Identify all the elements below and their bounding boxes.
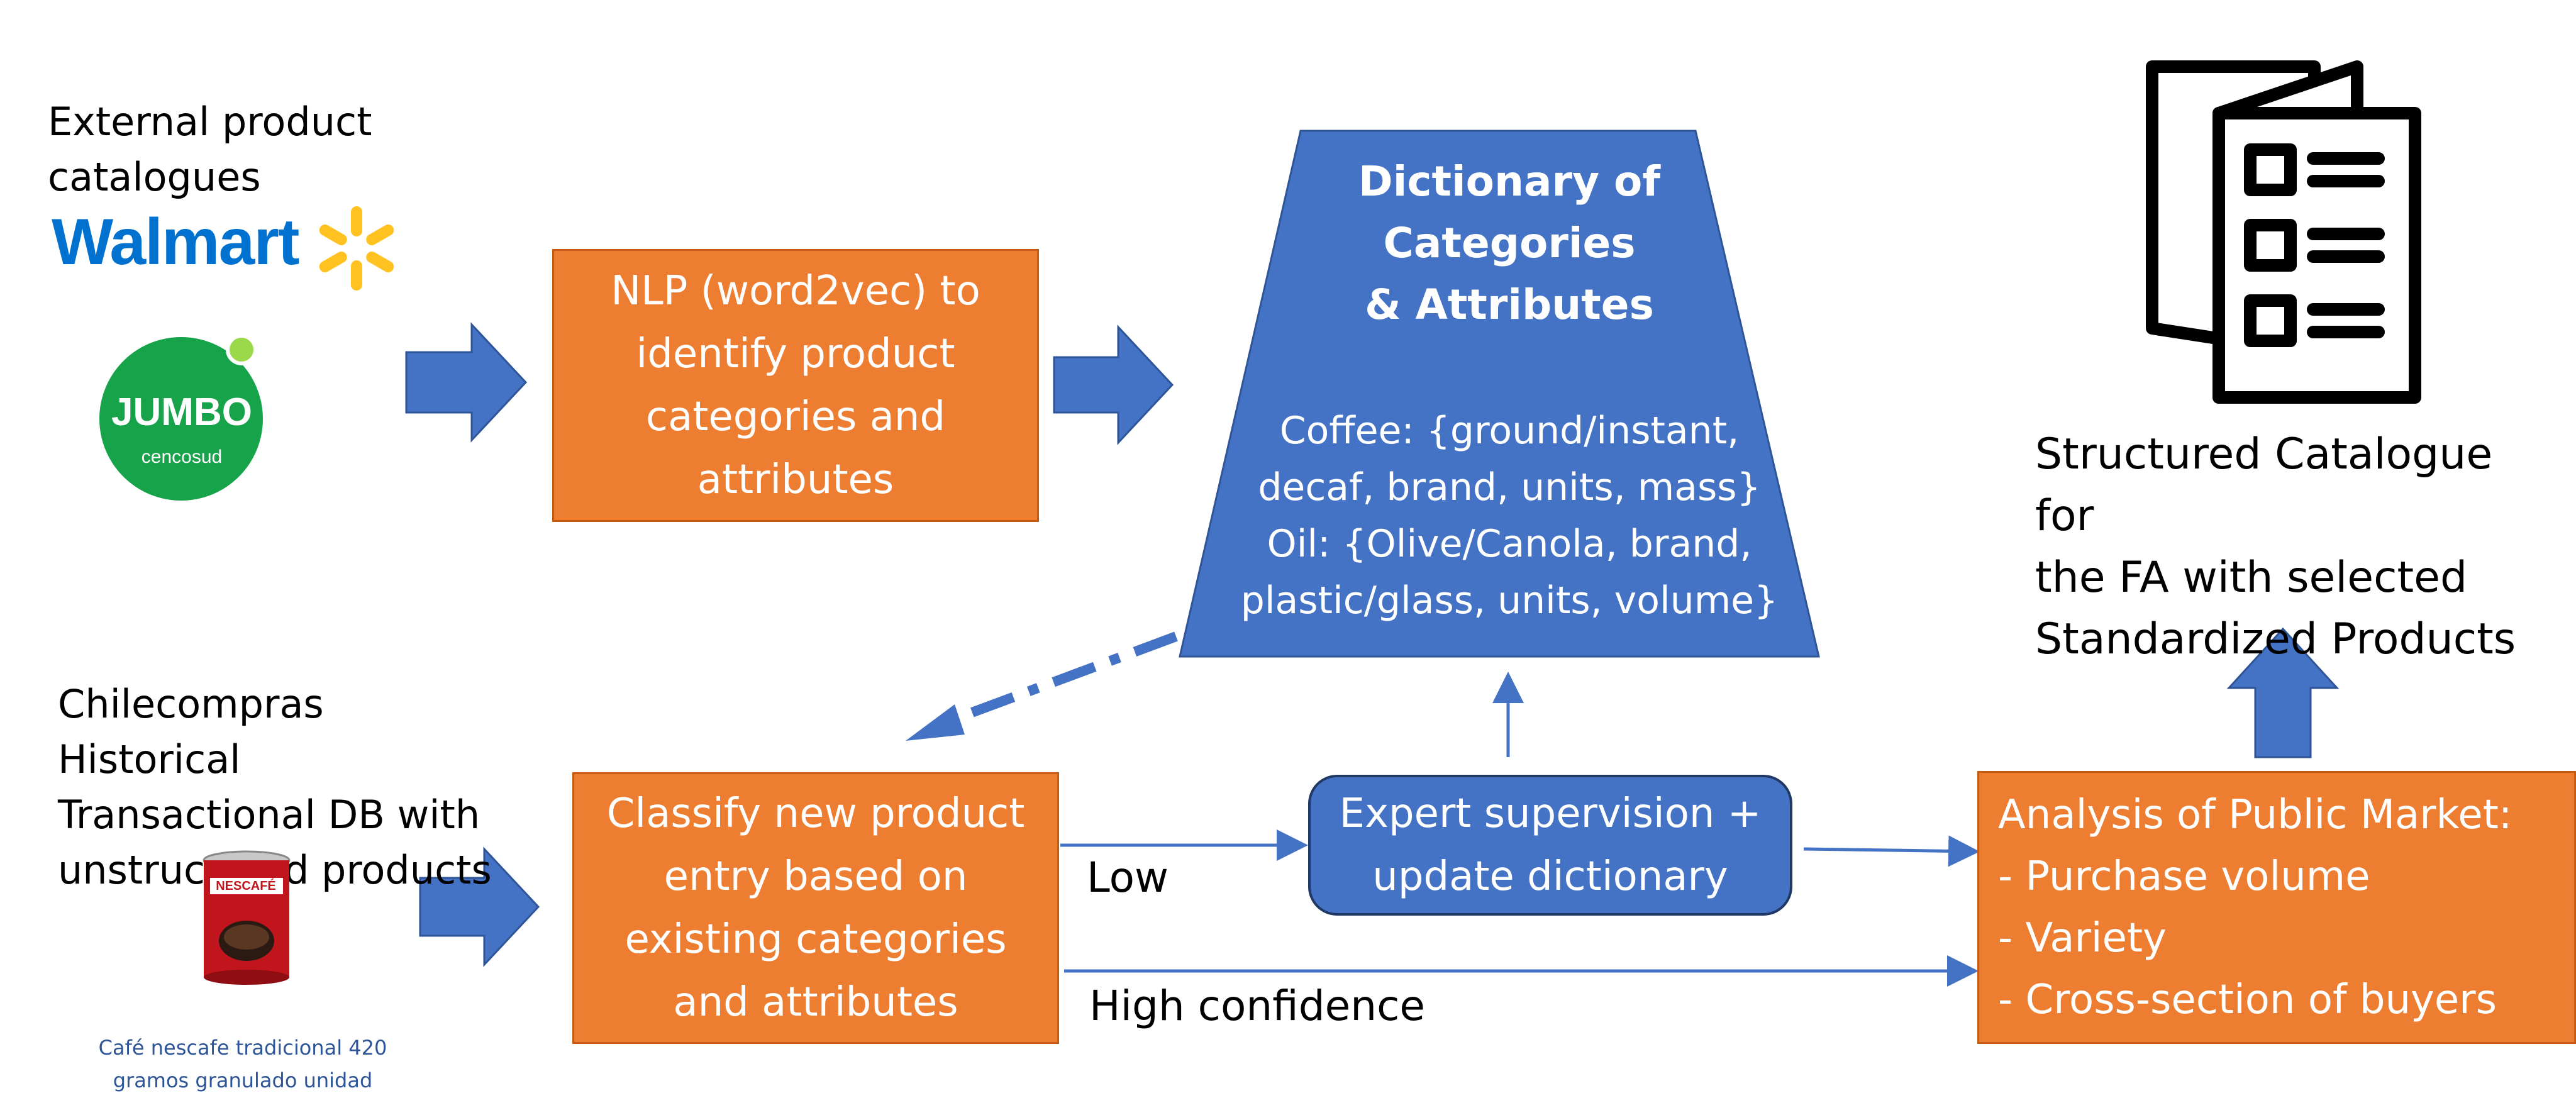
high-confidence-label: High confidence [1089, 982, 1425, 1030]
market-analysis-box: Analysis of Public Market: - Purchase vo… [1977, 771, 2576, 1044]
jumbo-logo: JUMBO cencosud [97, 327, 267, 504]
walmart-wordmark: Walmart [52, 206, 299, 279]
dictionary-title: Dictionary of Categories & Attributes [1358, 157, 1661, 329]
dictionary-examples: Coffee: {ground/instant, decaf, brand, u… [1240, 409, 1779, 623]
dashdot-arrowhead [906, 704, 965, 741]
nlp-process-text: NLP (word2vec) to identify product categ… [611, 268, 980, 503]
classify-product-box: Classify new product entry based on exis… [572, 772, 1059, 1044]
nescafe-can-brand: NESCAFÉ [216, 879, 276, 893]
dictionary-trapezoid [1179, 130, 1820, 658]
structured-catalogue-document-icon [2146, 60, 2421, 404]
structured-catalogue-label: Structured Catalogue for the FA with sel… [2035, 430, 2516, 664]
walmart-logo: Walmart [52, 199, 404, 299]
block-arrow-catalogues-to-nlp [405, 322, 528, 443]
jumbo-subtext: cencosud [141, 446, 223, 467]
block-arrow-analysis-to-catalogue [2226, 627, 2340, 758]
jumbo-wordmark: JUMBO [111, 391, 252, 434]
block-arrow-db-to-classify [419, 846, 540, 967]
product-caption: Café nescafe tradicional 420 gramos gran… [98, 1036, 387, 1092]
low-confidence-label: Low [1087, 853, 1169, 902]
walmart-spark-icon [319, 206, 394, 291]
market-analysis-text: Analysis of Public Market: - Purchase vo… [1998, 792, 2512, 1023]
jumbo-circle-icon [99, 334, 263, 501]
external-catalogues-label: External product catalogues [48, 99, 372, 200]
nlp-process-box: NLP (word2vec) to identify product categ… [552, 249, 1039, 522]
expert-supervision-text: Expert supervision + update dictionary [1339, 790, 1762, 900]
arrow-expert-to-analysis [1803, 835, 1980, 867]
nescafe-can-image [203, 850, 291, 985]
expert-supervision-box: Expert supervision + update dictionary [1308, 775, 1792, 916]
dashdot-arrow-line [941, 631, 1178, 728]
dictionary-content: Dictionary of Categories & Attributes Co… [1182, 151, 1836, 629]
block-arrow-nlp-to-dictionary [1053, 324, 1174, 445]
classify-product-text: Classify new product entry based on exis… [606, 790, 1025, 1026]
